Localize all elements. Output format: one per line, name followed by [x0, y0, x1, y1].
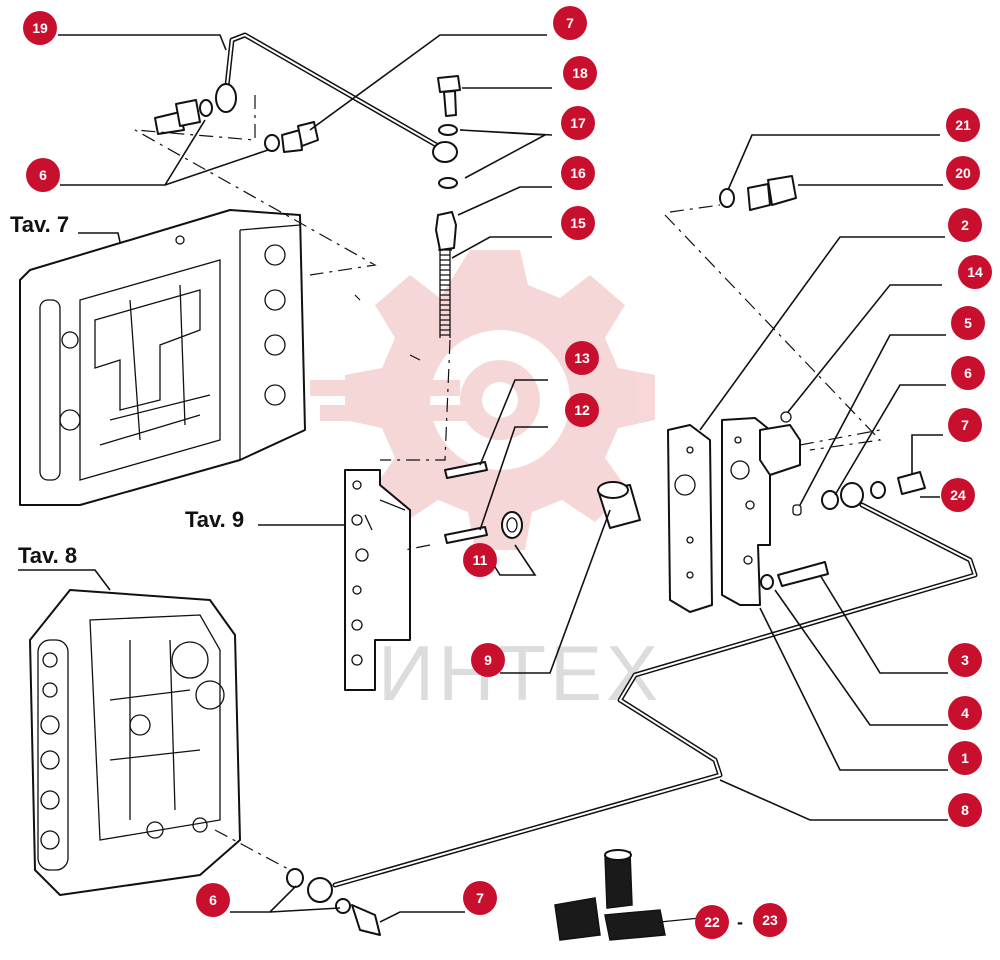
svg-text:13: 13 — [574, 350, 590, 366]
leader-lines — [58, 34, 948, 923]
svg-text:19: 19 — [32, 20, 48, 36]
callout-22[interactable]: 22 — [695, 905, 729, 939]
separator-plate-2 — [667, 424, 713, 613]
svg-text:6: 6 — [39, 167, 47, 183]
union-6-right — [821, 471, 926, 510]
tav8-label: Tav. 8 — [18, 543, 77, 568]
svg-text:7: 7 — [566, 15, 574, 31]
svg-text:1: 1 — [961, 750, 969, 766]
callout-6-top[interactable]: 6 — [26, 158, 60, 192]
bolt-20-21 — [719, 175, 797, 211]
callout-18[interactable]: 18 — [563, 56, 597, 90]
callout-16[interactable]: 16 — [561, 156, 595, 190]
svg-text:6: 6 — [964, 365, 972, 381]
callout-11[interactable]: 11 — [463, 543, 497, 577]
callout-8[interactable]: 8 — [948, 793, 982, 827]
svg-text:7: 7 — [476, 890, 484, 906]
washers-17 — [438, 124, 458, 189]
callout-7-top[interactable]: 7 — [553, 6, 587, 40]
callout-21[interactable]: 21 — [946, 108, 980, 142]
callout-2[interactable]: 2 — [948, 208, 982, 242]
svg-text:22: 22 — [704, 914, 720, 930]
callout-range-dash: - — [737, 912, 743, 932]
svg-text:20: 20 — [955, 165, 971, 181]
callout-24[interactable]: 24 — [941, 478, 975, 512]
callout-14[interactable]: 14 — [958, 255, 992, 289]
svg-text:7: 7 — [961, 417, 969, 433]
svg-text:23: 23 — [762, 912, 778, 928]
callout-17[interactable]: 17 — [561, 106, 595, 140]
pipe-19 — [215, 32, 458, 163]
spring-15 — [438, 249, 452, 338]
valve-plate-tav9: Tav. 9 — [185, 469, 411, 691]
bolt-3-4 — [760, 561, 829, 590]
pin-12 — [444, 526, 488, 544]
svg-text:16: 16 — [570, 165, 586, 181]
tav7-label: Tav. 7 — [10, 212, 69, 237]
callout-7-right[interactable]: 7 — [948, 408, 982, 442]
svg-text:14: 14 — [967, 264, 983, 280]
bolt-18 — [437, 75, 461, 117]
svg-text:11: 11 — [473, 552, 488, 568]
svg-text:9: 9 — [484, 652, 492, 668]
svg-text:8: 8 — [961, 802, 969, 818]
callout-13[interactable]: 13 — [565, 341, 599, 375]
callout-7-bottom[interactable]: 7 — [463, 881, 497, 915]
svg-text:3: 3 — [961, 652, 969, 668]
svg-text:5: 5 — [964, 315, 972, 331]
bolt-7-top — [264, 121, 319, 153]
svg-text:24: 24 — [950, 487, 966, 503]
valve-plate-1 — [721, 411, 802, 606]
tav9-label: Tav. 9 — [185, 507, 244, 532]
bolt-6-top — [154, 99, 213, 135]
callout-6-right[interactable]: 6 — [951, 356, 985, 390]
svg-text:18: 18 — [572, 65, 588, 81]
callout-6-bottom[interactable]: 6 — [196, 883, 230, 917]
callout-4[interactable]: 4 — [948, 696, 982, 730]
union-6-bottom — [286, 868, 381, 936]
filter-assembly-22-23 — [554, 849, 701, 941]
callout-5[interactable]: 5 — [951, 306, 985, 340]
svg-text:17: 17 — [570, 115, 586, 131]
callout-19[interactable]: 19 — [23, 11, 57, 45]
callout-15[interactable]: 15 — [561, 206, 595, 240]
callout-20[interactable]: 20 — [946, 156, 980, 190]
svg-text:12: 12 — [574, 402, 590, 418]
svg-text:2: 2 — [961, 217, 969, 233]
callout-3[interactable]: 3 — [948, 643, 982, 677]
svg-text:4: 4 — [961, 705, 969, 721]
ring-11 — [501, 511, 523, 539]
svg-text:21: 21 — [955, 117, 971, 133]
callout-1[interactable]: 1 — [948, 741, 982, 775]
plunger-16 — [435, 211, 457, 251]
callout-23[interactable]: 23 — [753, 903, 787, 937]
callout-12[interactable]: 12 — [565, 393, 599, 427]
watermark-logo: ИНТЕХ — [310, 250, 658, 717]
center-lines — [134, 95, 882, 871]
pin-13 — [444, 461, 488, 479]
sleeve-9 — [597, 481, 641, 529]
svg-text:15: 15 — [570, 215, 586, 231]
pipe-8 — [332, 502, 978, 888]
valve-body-tav8: Tav. 8 — [18, 543, 241, 896]
valve-body-tav7: Tav. 7 — [10, 209, 306, 506]
svg-text:6: 6 — [209, 892, 217, 908]
callout-9[interactable]: 9 — [471, 643, 505, 677]
